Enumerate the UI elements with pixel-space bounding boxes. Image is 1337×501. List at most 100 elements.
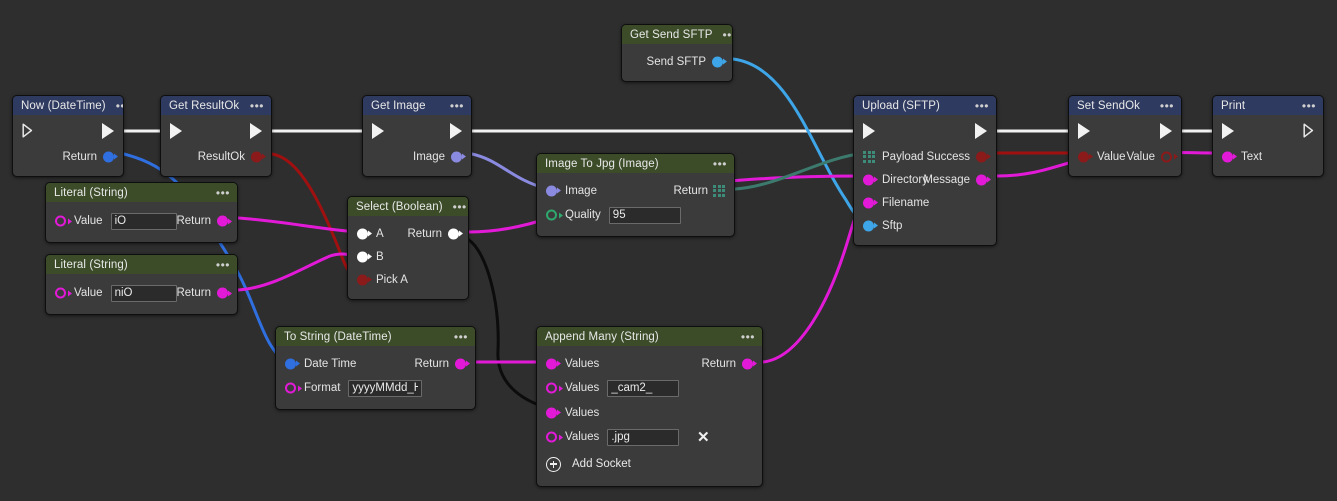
socket-label-input: Image xyxy=(565,184,597,197)
node-header-now[interactable]: Now (DateTime)••• xyxy=(13,96,123,115)
node-menu-icon[interactable]: ••• xyxy=(974,98,989,113)
node-menu-icon[interactable]: ••• xyxy=(449,98,464,113)
socket-bool-darkred-out[interactable] xyxy=(1161,151,1172,162)
wire-literal1-to-select-a[interactable] xyxy=(236,216,360,234)
socket-datetime-blue-in[interactable] xyxy=(285,358,296,369)
node-menu-icon[interactable]: ••• xyxy=(722,27,732,42)
node-header-to-string-datetime[interactable]: To String (DateTime)••• xyxy=(276,327,475,346)
wire-appendmany-return-to-upload-filename[interactable] xyxy=(761,198,867,364)
socket-string-magenta-out[interactable] xyxy=(217,215,228,227)
socket-string-magenta-in[interactable] xyxy=(863,174,874,185)
node-header-literal-2[interactable]: Literal (String)••• xyxy=(46,255,237,274)
exec-out-connected-icon[interactable] xyxy=(450,123,462,139)
exec-out-connected-icon[interactable] xyxy=(1160,123,1172,139)
add-socket-button[interactable]: Add Socket xyxy=(537,450,762,478)
socket-string-magenta-out[interactable] xyxy=(976,174,987,185)
remove-socket-button[interactable]: ✕ xyxy=(697,428,710,446)
wire-imagetojpg-return-to-upload-payload[interactable] xyxy=(733,151,867,191)
exec-out-connected-icon[interactable] xyxy=(102,123,114,139)
socket-string-magenta-out[interactable] xyxy=(455,358,466,369)
wire-getresultok-to-selectpicka[interactable] xyxy=(270,152,360,281)
socket-sftp-lightblue-in[interactable] xyxy=(863,220,874,231)
node-menu-icon[interactable]: ••• xyxy=(1159,98,1174,113)
node-menu-icon[interactable]: ••• xyxy=(712,156,727,171)
node-header-set-sendok[interactable]: Set SendOk••• xyxy=(1069,96,1181,115)
socket-string-magenta-in[interactable] xyxy=(546,358,557,369)
socket-bool-darkred-in[interactable] xyxy=(357,274,368,285)
node-get-resultok[interactable]: Get ResultOk•••ResultOk xyxy=(160,95,272,177)
node-menu-icon[interactable]: ••• xyxy=(215,185,230,200)
exec-in-connected-icon[interactable] xyxy=(372,123,384,139)
value-input[interactable] xyxy=(110,284,177,302)
socket-bytes-teal-out[interactable] xyxy=(713,184,725,197)
socket-string-magenta-in[interactable] xyxy=(863,197,874,208)
value-input[interactable] xyxy=(110,212,177,230)
exec-in-connected-icon[interactable] xyxy=(863,123,875,139)
node-header-get-resultok[interactable]: Get ResultOk••• xyxy=(161,96,271,115)
value-input[interactable] xyxy=(607,428,680,446)
node-literal-2[interactable]: Literal (String)•••ValueReturn xyxy=(45,254,238,315)
node-menu-icon[interactable]: ••• xyxy=(115,98,123,113)
node-header-append-many[interactable]: Append Many (String)••• xyxy=(537,327,762,346)
socket-string-magenta-in[interactable] xyxy=(1222,151,1233,162)
socket-wildcard-white-in[interactable] xyxy=(357,251,368,262)
node-header-select-bool[interactable]: Select (Boolean)••• xyxy=(348,197,468,216)
socket-image-periwinkle-in[interactable] xyxy=(546,185,557,196)
socket-sftp-lightblue-out[interactable] xyxy=(712,56,723,67)
socket-wildcard-white-in[interactable] xyxy=(357,228,368,239)
value-input[interactable] xyxy=(608,206,681,224)
node-menu-icon[interactable]: ••• xyxy=(215,257,230,272)
node-now[interactable]: Now (DateTime)•••Return xyxy=(12,95,124,177)
node-menu-icon[interactable]: ••• xyxy=(249,98,264,113)
socket-string-magenta-out[interactable] xyxy=(742,358,753,369)
socket-bool-darkred-in[interactable] xyxy=(1078,151,1089,162)
exec-out-icon[interactable] xyxy=(1303,123,1314,138)
node-menu-icon[interactable]: ••• xyxy=(1301,98,1316,113)
node-header-get-image[interactable]: Get Image••• xyxy=(363,96,471,115)
exec-in-connected-icon[interactable] xyxy=(170,123,182,139)
node-header-print[interactable]: Print••• xyxy=(1213,96,1323,115)
socket-wildcard-white-out[interactable] xyxy=(448,228,459,239)
node-menu-icon[interactable]: ••• xyxy=(453,329,468,344)
node-title: Upload (SFTP) xyxy=(862,99,940,112)
socket-int-green-in[interactable] xyxy=(546,209,557,221)
node-header-get-send-sftp[interactable]: Get Send SFTP••• xyxy=(622,25,732,44)
exec-out-connected-icon[interactable] xyxy=(975,123,987,139)
exec-in-connected-icon[interactable] xyxy=(1078,123,1090,139)
node-menu-icon[interactable]: ••• xyxy=(452,199,467,214)
wire-literal2-to-select-b[interactable] xyxy=(236,252,360,292)
socket-bool-darkred-out[interactable] xyxy=(251,151,262,162)
node-print[interactable]: Print•••Text xyxy=(1212,95,1324,177)
socket-image-periwinkle-out[interactable] xyxy=(451,151,462,162)
socket-string-magenta-in[interactable] xyxy=(285,382,296,394)
wire-getsendsftp-to-upload-sftp[interactable] xyxy=(731,57,867,224)
socket-string-magenta-in[interactable] xyxy=(55,287,66,299)
socket-bytes-teal-in[interactable] xyxy=(863,150,875,163)
node-header-upload-sftp[interactable]: Upload (SFTP) ••• xyxy=(854,96,996,115)
exec-out-connected-icon[interactable] xyxy=(250,123,262,139)
socket-string-magenta-in[interactable] xyxy=(55,215,66,227)
node-get-send-sftp[interactable]: Get Send SFTP•••Send SFTP xyxy=(621,24,733,82)
node-literal-1[interactable]: Literal (String)•••ValueReturn xyxy=(45,182,238,243)
socket-datetime-blue-out[interactable] xyxy=(103,151,114,162)
socket-string-magenta-in[interactable] xyxy=(546,431,557,443)
socket-string-magenta-out[interactable] xyxy=(217,287,228,299)
exec-in-icon[interactable] xyxy=(22,123,33,138)
node-get-image[interactable]: Get Image•••Image xyxy=(362,95,472,177)
value-input[interactable] xyxy=(348,379,423,397)
socket-bool-darkred-out[interactable] xyxy=(976,151,987,162)
node-header-literal-1[interactable]: Literal (String)••• xyxy=(46,183,237,202)
socket-string-magenta-in[interactable] xyxy=(546,407,557,418)
node-menu-icon[interactable]: ••• xyxy=(740,329,755,344)
node-header-image-to-jpg[interactable]: Image To Jpg (Image)••• xyxy=(537,154,734,173)
value-input[interactable] xyxy=(607,379,680,397)
exec-in-connected-icon[interactable] xyxy=(1222,123,1234,139)
socket-string-magenta-in[interactable] xyxy=(546,382,557,394)
